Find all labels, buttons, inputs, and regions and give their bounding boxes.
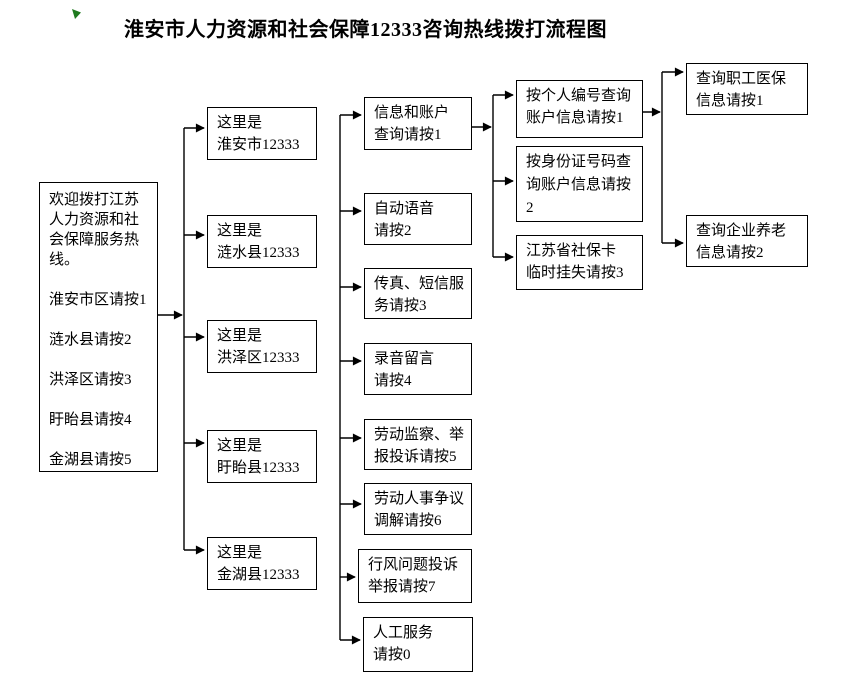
city-box-lianshui: 这里是 涟水县12333 [207, 215, 317, 268]
result-box-medical-insurance: 查询职工医保 信息请按1 [686, 63, 808, 115]
service-box-conduct-complaint: 行风问题投诉 举报请按7 [358, 549, 472, 603]
service-box-labor-inspection: 劳动监察、举 报投诉请按5 [364, 419, 472, 470]
page-title: 淮安市人力资源和社会保障12333咨询热线拨打流程图 [124, 19, 607, 41]
service-box-fax-sms: 传真、短信服 务请按3 [364, 268, 472, 319]
service-box-labor-dispute: 劳动人事争议 调解请按6 [364, 483, 472, 535]
welcome-menu-box: 欢迎拨打江苏 人力资源和社 会保障服务热 线。 淮安市区请按1 涟水县请按2 洪… [39, 182, 158, 472]
query-box-personal-id: 按个人编号查询 账户信息请按1 [516, 80, 643, 138]
service-box-auto-voice: 自动语音 请按2 [364, 193, 472, 245]
green-marker-icon [71, 7, 82, 19]
result-box-pension: 查询企业养老 信息请按2 [686, 215, 808, 267]
service-box-account-query: 信息和账户 查询请按1 [364, 97, 472, 150]
city-box-jinhu: 这里是 金湖县12333 [207, 537, 317, 590]
query-box-id-card: 按身份证号码查 询账户信息请按 2 [516, 146, 643, 222]
query-box-social-card-loss: 江苏省社保卡 临时挂失请按3 [516, 235, 643, 290]
service-box-manual-service: 人工服务 请按0 [363, 617, 473, 672]
city-box-xuyi: 这里是 盱眙县12333 [207, 430, 317, 483]
city-box-huaian: 这里是 淮安市12333 [207, 107, 317, 160]
service-box-voice-message: 录音留言 请按4 [364, 343, 472, 395]
city-box-hongze: 这里是 洪泽区12333 [207, 320, 317, 373]
